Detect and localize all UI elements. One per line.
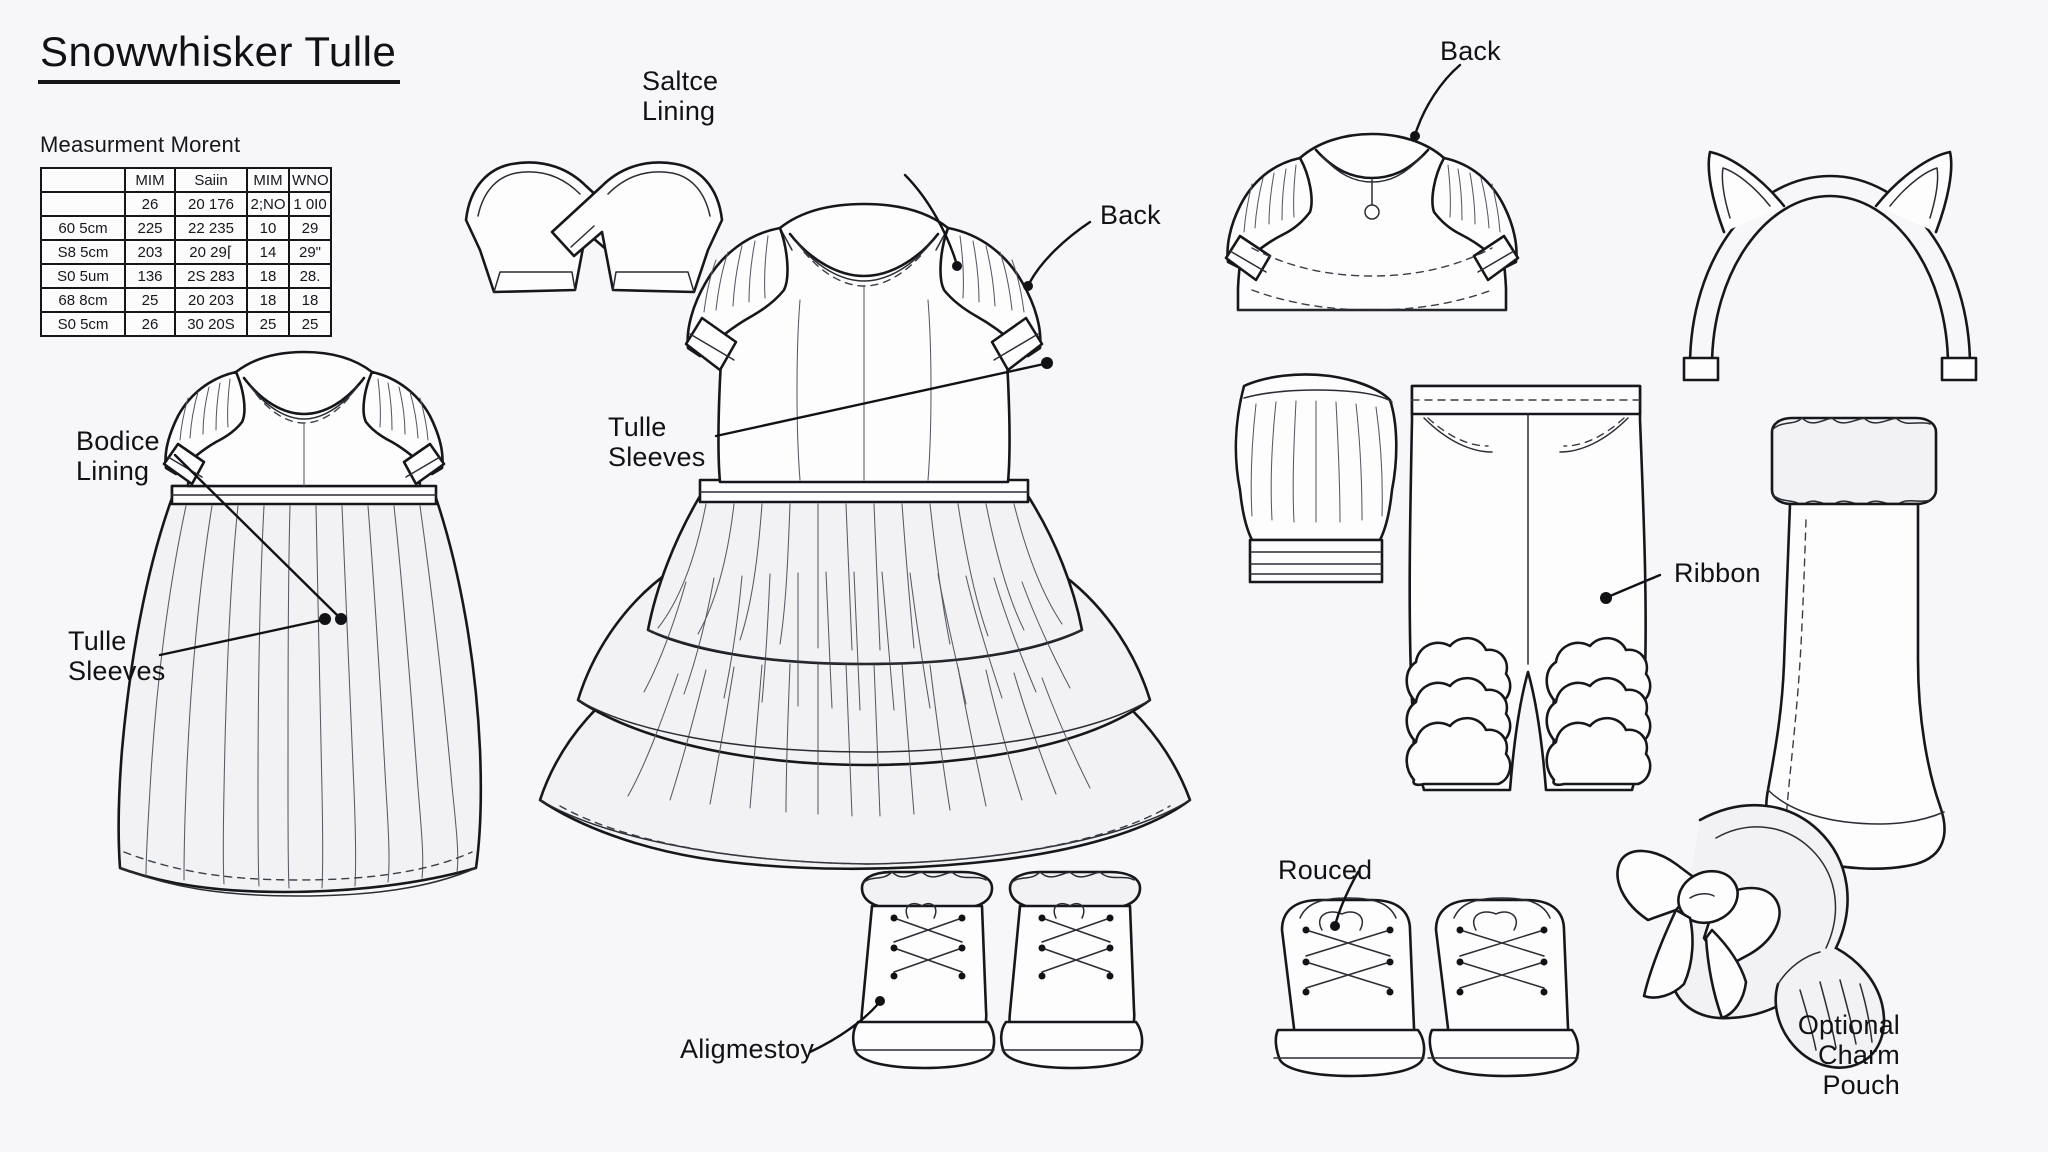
- garment-bloomers: [1234, 373, 1398, 584]
- garment-cat-ear-headband: [1682, 150, 1978, 382]
- table-cell: 20 203: [174, 287, 248, 313]
- table-cell: 25: [288, 311, 332, 337]
- table-cell: 28.: [288, 263, 332, 289]
- annotation-ribbon: Ribbon: [1674, 558, 1761, 588]
- table-row-label: [40, 191, 126, 217]
- table-cell: 14: [246, 239, 290, 265]
- table-column-header: MIM: [246, 167, 290, 193]
- table-cell: 20 29⌈: [174, 239, 248, 265]
- annotation-satice-lining: Saltce Lining: [642, 66, 719, 127]
- table-cell: 225: [124, 215, 176, 241]
- table-column-header: Saiin: [174, 167, 248, 193]
- title-block: Snowwhisker Tulle: [38, 29, 438, 85]
- annotation-back-top: Back: [1440, 36, 1501, 66]
- table-cell: 22 235: [174, 215, 248, 241]
- table-cell: 26: [124, 191, 176, 217]
- garment-center-tulle-dress: [538, 202, 1192, 871]
- table-cell: 1 0I0: [288, 191, 332, 217]
- table-cell: 2S 283: [174, 263, 248, 289]
- annotation-charm-pouch: Optional Charm Pouch: [1797, 1010, 1900, 1101]
- page-title: Snowwhisker Tulle: [38, 29, 401, 85]
- table-cell: 29: [288, 215, 332, 241]
- annotation-aligmestoy: Aligmestoy: [680, 1034, 815, 1064]
- table-column-header: WNO: [288, 167, 332, 193]
- table-cell: 10: [246, 215, 290, 241]
- annotation-bodice-lining: Bodice Lining: [76, 426, 160, 487]
- measurement-caption: Measurment Morent: [40, 132, 241, 157]
- garment-ruffle-pants: [1405, 384, 1652, 792]
- garment-fur-stocking: [1765, 416, 1946, 870]
- garment-fur-boots: [851, 870, 1144, 1070]
- annotation-back-dress: Back: [1100, 200, 1161, 230]
- garment-lace-shoes: [1273, 897, 1580, 1078]
- table-cell: 20 176: [174, 191, 248, 217]
- table-cell: 2;NO: [246, 191, 290, 217]
- annotation-tulle-sleeves-left: Tulle Sleeves: [68, 626, 166, 687]
- garment-left-dress: [117, 350, 483, 897]
- table-cell: 30 20S: [174, 311, 248, 337]
- table-column-header: [40, 167, 126, 193]
- table-cell: 25: [246, 311, 290, 337]
- garment-back-top: [1224, 132, 1520, 312]
- table-cell: 26: [124, 311, 176, 337]
- table-row-label: 60 5cm: [40, 215, 126, 241]
- annotation-tulle-sleeves-center: Tulle Sleeves: [608, 412, 706, 473]
- table-cell: 18: [246, 263, 290, 289]
- table-row-label: S8 5cm: [40, 239, 126, 265]
- annotation-rouced: Rouced: [1278, 855, 1373, 885]
- garment-sleeve-pattern-piece: [464, 161, 724, 294]
- table-column-header: MIM: [124, 167, 176, 193]
- table-cell: 203: [124, 239, 176, 265]
- table-cell: 25: [124, 287, 176, 313]
- table-row-label: S0 5cm: [40, 311, 126, 337]
- table-cell: 18: [246, 287, 290, 313]
- table-row-label: S0 5um: [40, 263, 126, 289]
- table-cell: 136: [124, 263, 176, 289]
- table-row-label: 68 8cm: [40, 287, 126, 313]
- table-cell: 29": [288, 239, 332, 265]
- table-cell: 18: [288, 287, 332, 313]
